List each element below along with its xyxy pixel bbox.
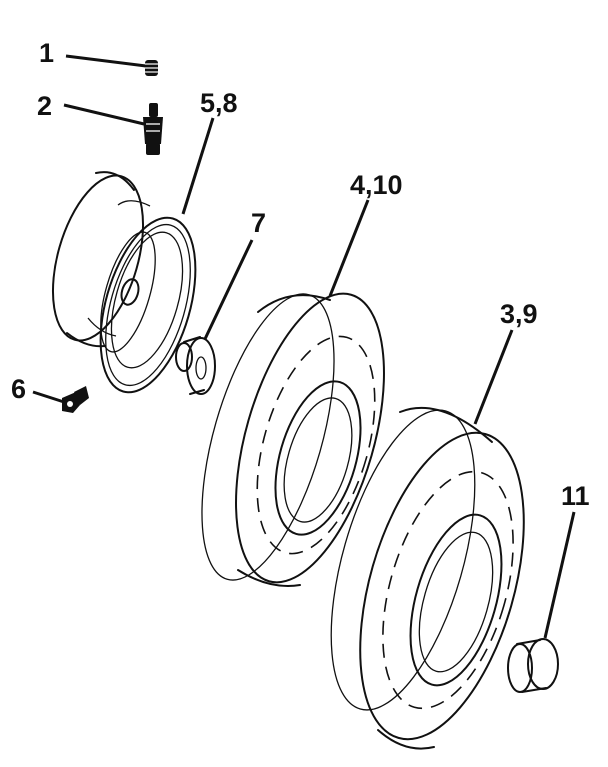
leader-11	[543, 511, 576, 639]
leader-5-8	[181, 117, 215, 215]
leader-4-10	[328, 199, 370, 297]
callout-7: 7	[251, 208, 266, 238]
part-7-bushing	[175, 336, 216, 395]
leader-7	[203, 239, 254, 340]
part-1-valve-cap	[65, 54, 158, 76]
part-3-9-tire	[330, 406, 525, 750]
part-11-hub-cap	[507, 638, 559, 693]
callout-5-8: 5,8	[200, 88, 238, 118]
callout-4-10: 4,10	[350, 170, 403, 200]
leader-3-9	[473, 329, 514, 425]
callout-6: 6	[11, 374, 26, 404]
part-2-valve-stem	[63, 103, 163, 155]
callout-11: 11	[561, 481, 590, 511]
part-5-8-wheel-rim	[51, 171, 197, 394]
callout-3-9: 3,9	[500, 299, 538, 329]
callout-2: 2	[37, 91, 52, 121]
part-4-10-tire	[201, 292, 385, 587]
callout-1: 1	[39, 38, 54, 68]
part-6-grease-fitting	[32, 386, 89, 413]
